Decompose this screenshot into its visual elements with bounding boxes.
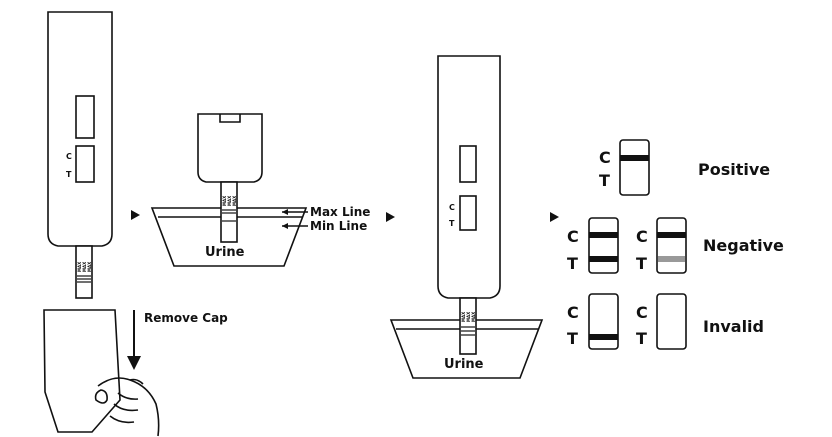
positive-c-line	[620, 155, 649, 161]
step3-result-window	[459, 195, 477, 231]
hand-illustration	[94, 377, 160, 437]
step-arrow-3	[550, 212, 559, 222]
invalid-window-2	[656, 293, 687, 350]
max-line-label: Max Line	[310, 205, 370, 219]
step1-device: C T MAX MAX MAX	[47, 11, 113, 299]
svg-text:T: T	[636, 329, 647, 348]
device-strip	[75, 245, 93, 299]
invalid-label: Invalid	[703, 317, 764, 336]
dip-device-body	[197, 113, 263, 183]
negative-c-line-1	[589, 232, 618, 238]
result-invalid-1: C T	[567, 293, 619, 350]
svg-text:MAX: MAX	[471, 312, 476, 322]
negative-label: Negative	[703, 236, 784, 255]
step3-strip	[459, 297, 477, 355]
cap	[43, 309, 121, 433]
step-arrow-2	[386, 212, 395, 222]
svg-text:MAX: MAX	[82, 262, 87, 272]
negative-c-line-2	[657, 232, 686, 238]
svg-text:MAX: MAX	[77, 262, 82, 272]
result-invalid-2: C T	[636, 293, 687, 350]
dip-strip	[220, 181, 238, 243]
min-line-label: Min Line	[310, 219, 367, 233]
invalid-window-1	[588, 293, 619, 350]
positive-label: Positive	[698, 160, 770, 179]
svg-text:T: T	[567, 254, 578, 273]
negative-window-1	[588, 217, 619, 274]
strip-max-marks: MAX MAX MAX	[77, 262, 92, 272]
urine-label-2: Urine	[444, 357, 484, 372]
positive-c-label: C	[599, 148, 611, 167]
positive-window	[619, 139, 650, 196]
cap-body	[43, 309, 121, 433]
step3-top-window	[459, 145, 477, 183]
svg-text:MAX: MAX	[461, 312, 466, 322]
svg-text:C: C	[567, 227, 579, 246]
svg-text:MAX: MAX	[87, 262, 92, 272]
negative-window-2	[656, 217, 687, 274]
device-top-window	[75, 95, 95, 139]
device-t-label: T	[66, 170, 72, 179]
svg-text:MAX: MAX	[466, 312, 471, 322]
device-result-window	[75, 145, 95, 183]
step3-c-label: C	[449, 203, 455, 212]
step-arrow-1	[131, 210, 140, 220]
step3-t-label: T	[449, 219, 455, 228]
svg-text:MAX: MAX	[222, 196, 227, 206]
svg-text:C: C	[636, 303, 648, 322]
result-negative-2: C T	[636, 217, 687, 274]
positive-t-label: T	[599, 171, 610, 190]
negative-t-line-faint	[658, 256, 685, 262]
step2-dip: MAX MAX MAX Urine	[150, 113, 308, 267]
invalid-t-line	[589, 334, 618, 340]
device-c-label: C	[66, 152, 72, 161]
result-positive: C T	[599, 139, 650, 196]
result-negative-1: C T	[567, 217, 619, 274]
remove-cap-arrow	[127, 310, 141, 370]
negative-t-line-1	[589, 256, 618, 262]
svg-text:MAX: MAX	[232, 196, 237, 206]
svg-text:MAX: MAX	[227, 196, 232, 206]
remove-cap-label: Remove Cap	[144, 311, 228, 325]
svg-text:T: T	[636, 254, 647, 273]
svg-text:C: C	[636, 227, 648, 246]
step3-device: C T MAX MAX MAX Urine	[389, 55, 544, 379]
svg-text:C: C	[567, 303, 579, 322]
urine-label-1: Urine	[205, 245, 245, 260]
svg-text:T: T	[567, 329, 578, 348]
